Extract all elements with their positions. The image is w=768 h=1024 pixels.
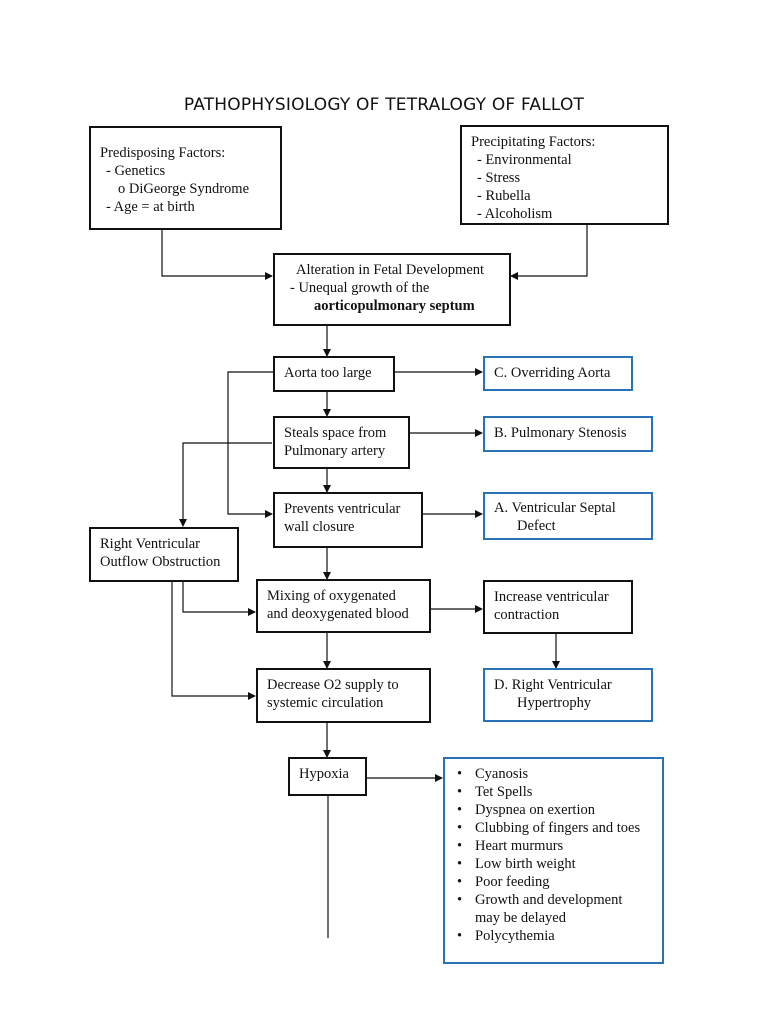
hypoxia-label: Hypoxia — [299, 766, 349, 782]
alteration-heading: Alteration in Fetal Development — [296, 262, 485, 278]
predisposing-item: - Age = at birth — [106, 199, 195, 215]
predisposing-subitem: o DiGeorge Syndrome — [118, 181, 250, 197]
decrease-line: Decrease O2 supply to — [267, 677, 399, 693]
defect-label: A. Ventricular Septal — [494, 500, 616, 516]
aorta-too-large-box: Aorta too large — [273, 356, 395, 392]
precipitating-item: - Stress — [477, 170, 521, 186]
increase-contraction-box: Increase ventricular contraction — [483, 580, 633, 634]
defect-label: B. Pulmonary Stenosis — [494, 425, 627, 441]
increase-line: contraction — [494, 607, 560, 623]
manifestation-line: Growth and development — [475, 892, 623, 908]
precipitating-factors-box: Precipitating Factors: - Environmental -… — [460, 125, 669, 225]
precipitating-item: - Alcoholism — [477, 206, 553, 222]
steals-line: Pulmonary artery — [284, 443, 386, 459]
predisposing-factors-box: Predisposing Factors: - Genetics o DiGeo… — [89, 126, 282, 230]
manifestation-item: Dyspnea on exertion — [451, 801, 656, 819]
page-title: PATHOPHYSIOLOGY OF TETRALOGY OF FALLOT — [183, 95, 585, 115]
aorta-too-large-label: Aorta too large — [284, 365, 372, 381]
rv-outflow-obstruction-box: Right Ventricular Outflow Obstruction — [89, 527, 239, 582]
steals-line: Steals space from — [284, 425, 387, 441]
rv-hypertrophy-box: D. Right Ventricular Hypertrophy — [483, 668, 653, 722]
arrow-rvoo-to-decrease — [171, 581, 256, 700]
prevents-line: wall closure — [284, 519, 355, 535]
manifestation-item: Polycythemia — [451, 927, 656, 945]
arrow-precipitating-to-alteration — [510, 224, 588, 280]
defect-label: C. Overriding Aorta — [494, 365, 611, 381]
manifestation-item: Tet Spells — [451, 783, 656, 801]
manifestation-item: Low birth weight — [451, 855, 656, 873]
defect-label: Hypertrophy — [517, 695, 592, 711]
steals-space-box: Steals space from Pulmonary artery — [273, 416, 410, 469]
defect-label: D. Right Ventricular — [494, 677, 612, 693]
ventricular-septal-defect-box: A. Ventricular Septal Defect — [483, 492, 653, 540]
overriding-aorta-box: C. Overriding Aorta — [483, 356, 633, 391]
precipitating-item: - Rubella — [477, 188, 531, 204]
mixing-line: Mixing of oxygenated — [267, 588, 396, 604]
prevents-closure-box: Prevents ventricular wall closure — [273, 492, 423, 548]
alteration-item: - Unequal growth of the — [290, 280, 430, 296]
clinical-manifestations-box: Cyanosis Tet Spells Dyspnea on exertion … — [443, 757, 664, 964]
alteration-item-bold: aorticopulmonary septum — [314, 298, 475, 314]
decrease-line: systemic circulation — [267, 695, 384, 711]
rvoo-line: Outflow Obstruction — [100, 554, 221, 570]
rvoo-line: Right Ventricular — [100, 536, 201, 552]
alteration-fetal-development-box: Alteration in Fetal Development - Unequa… — [273, 253, 511, 326]
predisposing-item: - Genetics — [106, 163, 166, 179]
defect-label: Defect — [517, 518, 556, 534]
manifestation-item: Cyanosis — [451, 765, 656, 783]
arrow-predisposing-to-alteration — [161, 229, 273, 280]
manifestation-item: Poor feeding — [451, 873, 656, 891]
prevents-line: Prevents ventricular — [284, 501, 401, 517]
increase-line: Increase ventricular — [494, 589, 609, 605]
arrow-steals-to-rvoo — [179, 442, 272, 527]
precipitating-item: - Environmental — [477, 152, 572, 168]
manifestation-item: Growth and development may be delayed — [451, 891, 656, 927]
decrease-o2-box: Decrease O2 supply to systemic circulati… — [256, 668, 431, 723]
pulmonary-stenosis-box: B. Pulmonary Stenosis — [483, 416, 653, 452]
mixing-line: and deoxygenated blood — [267, 606, 409, 622]
predisposing-heading: Predisposing Factors: — [100, 145, 226, 161]
manifestation-line: may be delayed — [475, 910, 566, 926]
manifestation-item: Heart murmurs — [451, 837, 656, 855]
precipitating-heading: Precipitating Factors: — [471, 134, 596, 150]
manifestation-item: Clubbing of fingers and toes — [451, 819, 656, 837]
arrow-rvoo-to-mixing — [182, 581, 256, 616]
hypoxia-box: Hypoxia — [288, 757, 367, 796]
mixing-blood-box: Mixing of oxygenated and deoxygenated bl… — [256, 579, 431, 633]
